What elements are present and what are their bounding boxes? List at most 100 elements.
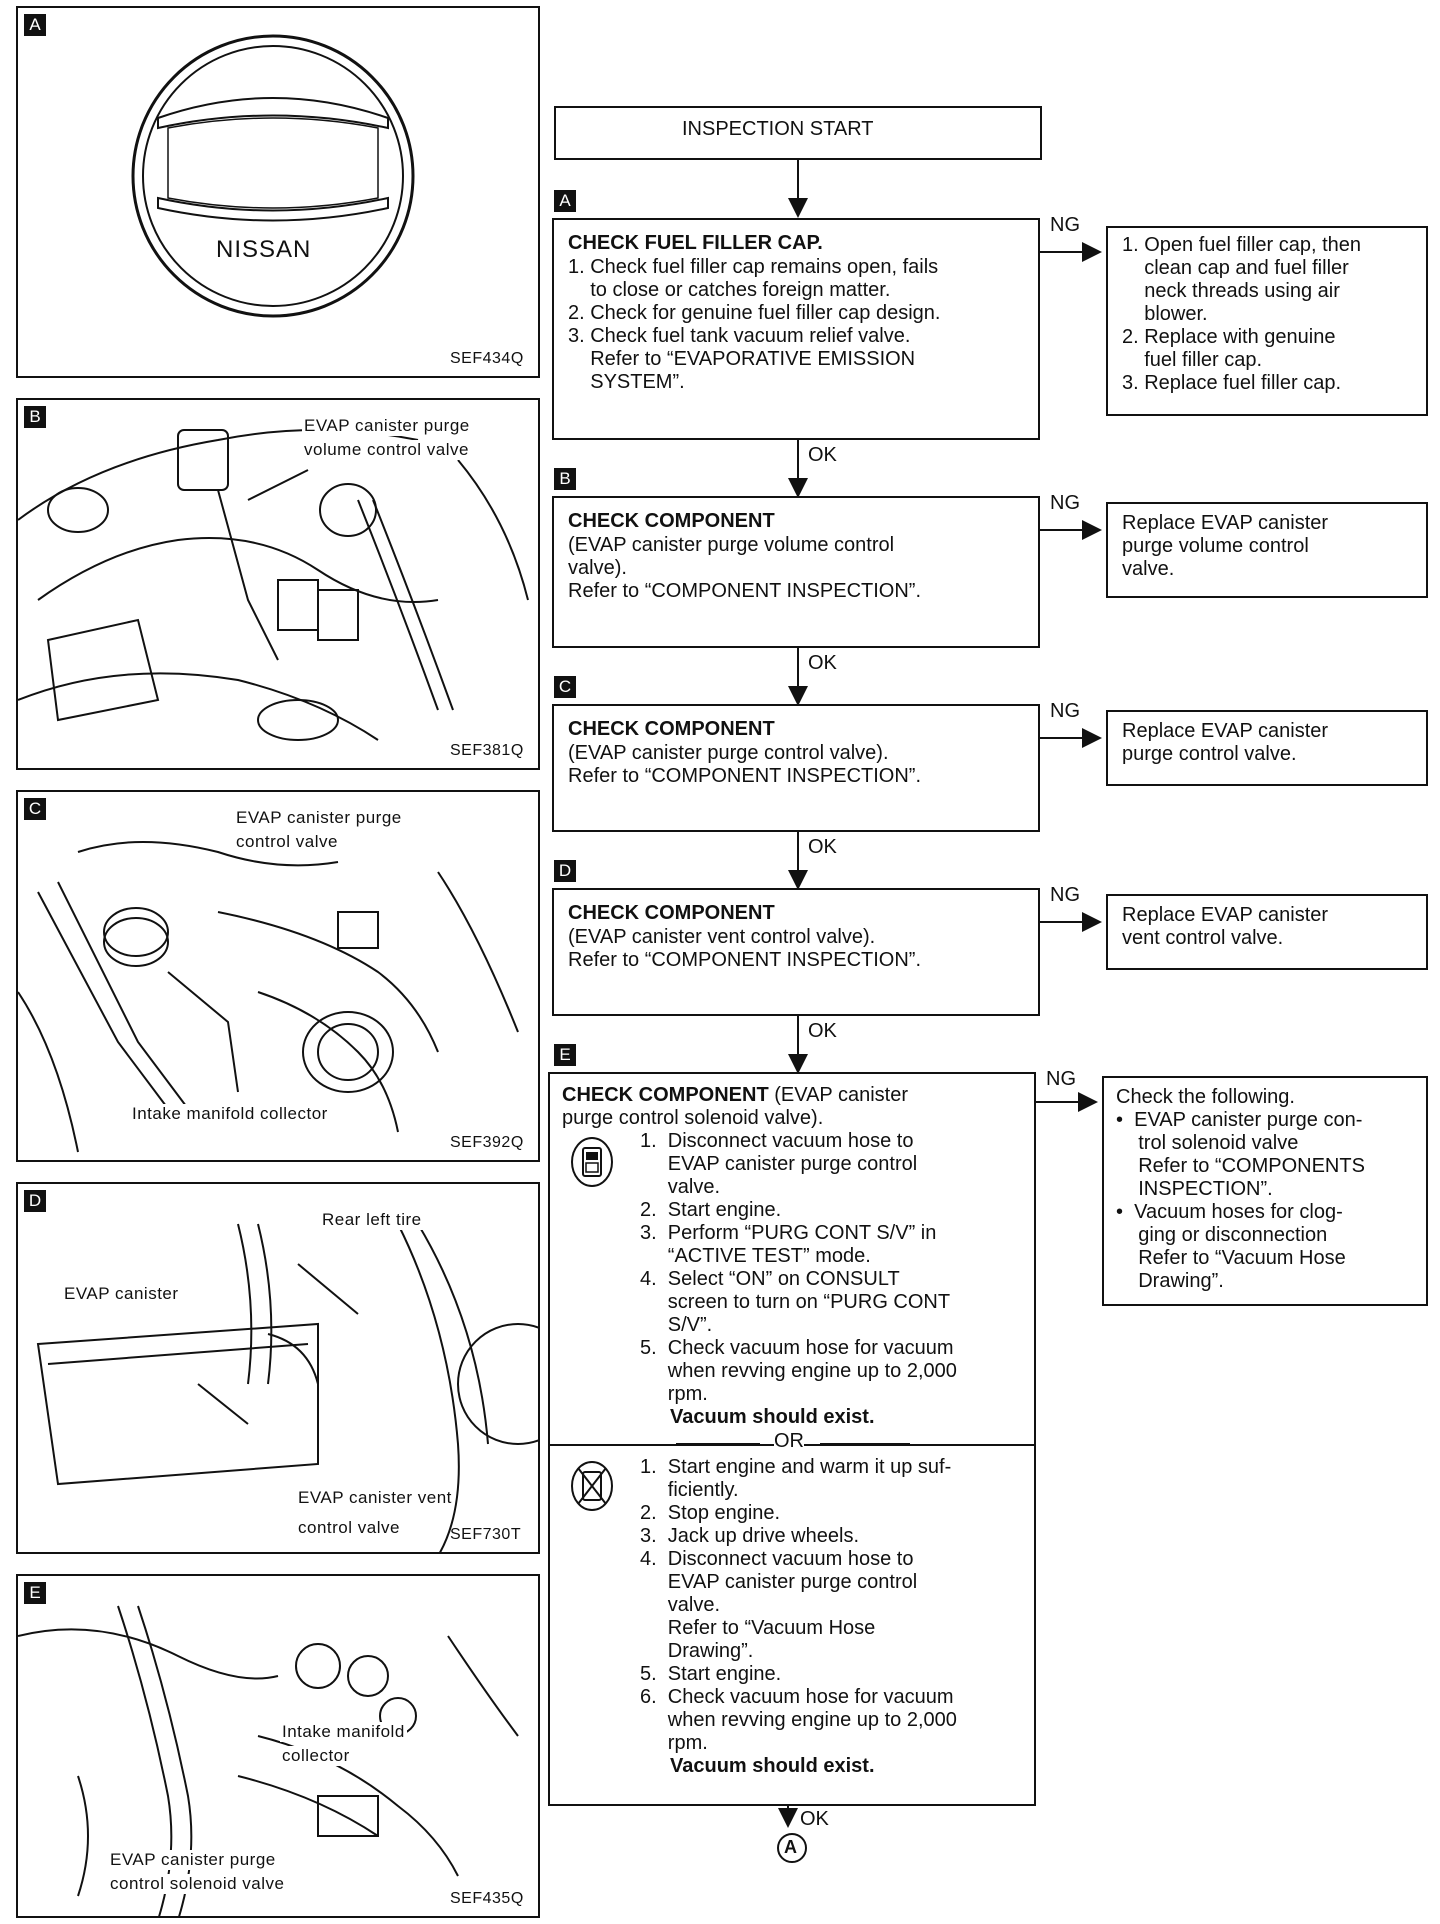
consult-step-line: 4. Select “ON” on CONSULT	[640, 1268, 900, 1290]
ng-label-a: NG	[1050, 214, 1080, 236]
continue-connector-a: A	[784, 1837, 797, 1857]
panel-badge: D	[24, 1190, 46, 1212]
no-consult-step-line: 5. Start engine.	[640, 1663, 782, 1685]
ng-label-e: NG	[1046, 1068, 1076, 1090]
step-a-line: 2. Check for genuine fuel filler cap des…	[568, 302, 941, 324]
callout-evap-purge-volume-valve-line1: EVAP canister purge	[302, 416, 472, 436]
consult-step-line: when revving engine up to 2,000	[640, 1360, 957, 1382]
no-consult-step-line: ficiently.	[640, 1479, 739, 1501]
step-badge-b: B	[554, 468, 576, 490]
step-e-ng-line: ging or disconnection	[1116, 1224, 1328, 1246]
step-b-ng-line: valve.	[1122, 558, 1175, 580]
step-c-title: CHECK COMPONENT	[568, 718, 775, 740]
step-e-title-line2: purge control solenoid valve).	[562, 1107, 824, 1129]
ng-label-c: NG	[1050, 700, 1080, 722]
ok-label-d: OK	[808, 1020, 837, 1042]
figure-code: SEF435Q	[450, 1890, 524, 1907]
callout-evap-purge-control-valve-line2: control valve	[234, 832, 340, 852]
consult-step-line: 3. Perform “PURG CONT S/V” in	[640, 1222, 937, 1244]
step-b-line: Refer to “COMPONENT INSPECTION”.	[568, 580, 922, 602]
step-d-ng-box	[1106, 894, 1428, 970]
consult-step-line: 5. Check vacuum hose for vacuum	[640, 1337, 954, 1359]
step-a-ng-line: clean cap and fuel filler	[1122, 257, 1349, 279]
step-a-line: SYSTEM”.	[568, 371, 685, 393]
callout-rear-left-tire: Rear left tire	[320, 1210, 424, 1230]
step-e-ng-line: Check the following.	[1116, 1086, 1295, 1108]
step-b-line: (EVAP canister purge volume control	[568, 534, 895, 556]
no-consult-result: Vacuum should exist.	[670, 1755, 875, 1777]
step-e-ng-line: Refer to “COMPONENTS	[1116, 1155, 1365, 1177]
ng-label-b: NG	[1050, 492, 1080, 514]
callout-intake-manifold-line2: collector	[280, 1746, 352, 1766]
engine-bay-illustration-e	[18, 1605, 519, 1916]
step-a-ng-line: 1. Open fuel filler cap, then	[1122, 234, 1362, 256]
step-d-line: (EVAP canister vent control valve).	[568, 926, 876, 948]
no-consult-icon	[571, 1461, 613, 1511]
panel-badge: E	[24, 1582, 46, 1604]
callout-evap-purge-control-valve-line1: EVAP canister purge	[234, 808, 404, 828]
step-b-line: valve).	[568, 557, 627, 579]
no-consult-step-line: 1. Start engine and warm it up suf-	[640, 1456, 952, 1478]
illustration-panel-d: D Rear left tire EVAP canister EVAP cani…	[16, 1182, 540, 1554]
engine-bay-illustration-b	[18, 429, 529, 741]
step-a-box	[552, 218, 1040, 440]
step-b-box	[552, 496, 1040, 648]
step-e-title: CHECK COMPONENT (EVAP canister	[562, 1084, 908, 1107]
consult-step-line: 2. Start engine.	[640, 1199, 782, 1221]
step-a-line: 3. Check fuel tank vacuum relief valve.	[568, 325, 911, 347]
consult-tester-icon	[571, 1137, 613, 1187]
step-d-box	[552, 888, 1040, 1016]
step-c-ng-line: purge control valve.	[1122, 743, 1297, 765]
panel-badge: A	[24, 14, 46, 36]
step-c-ng-box	[1106, 710, 1428, 786]
consult-step-line: EVAP canister purge control	[640, 1153, 918, 1175]
step-e-ng-line: • EVAP canister purge con-	[1116, 1109, 1363, 1131]
fuel-filler-cap-illustration	[131, 34, 415, 318]
step-a-ng-line: neck threads using air	[1122, 280, 1340, 302]
no-consult-step-line: 6. Check vacuum hose for vacuum	[640, 1686, 954, 1708]
callout-evap-purge-volume-valve-line2: volume control valve	[302, 440, 471, 460]
no-consult-step-line: when revving engine up to 2,000	[640, 1709, 957, 1731]
ok-label-b: OK	[808, 652, 837, 674]
step-a-ng-box	[1106, 226, 1428, 416]
step-badge-c: C	[554, 676, 576, 698]
canister-illustration-d	[36, 1223, 538, 1552]
consult-step-line: rpm.	[640, 1383, 708, 1405]
consult-result: Vacuum should exist.	[670, 1406, 875, 1428]
consult-step-line: “ACTIVE TEST” mode.	[640, 1245, 871, 1267]
step-d-line: Refer to “COMPONENT INSPECTION”.	[568, 949, 922, 971]
step-e-title-rest: (EVAP canister	[768, 1084, 908, 1106]
callout-evap-vent-valve-line1: EVAP canister vent	[296, 1488, 454, 1508]
no-consult-step-line: Drawing”.	[640, 1640, 754, 1662]
step-b-title: CHECK COMPONENT	[568, 510, 775, 532]
step-c-box	[552, 704, 1040, 832]
panel-badge: B	[24, 406, 46, 428]
step-badge-d: D	[554, 860, 576, 882]
step-a-title: CHECK FUEL FILLER CAP.	[568, 232, 823, 254]
callout-intake-manifold-collector: Intake manifold collector	[130, 1104, 330, 1124]
step-badge-e: E	[554, 1044, 576, 1066]
step-b-ng-line: Replace EVAP canister	[1122, 512, 1329, 534]
step-e-title-bold: CHECK COMPONENT	[562, 1084, 769, 1106]
step-a-ng-line: fuel filler cap.	[1122, 349, 1263, 371]
ng-label-d: NG	[1050, 884, 1080, 906]
inspection-start-box	[554, 106, 1042, 160]
consult-step-line: screen to turn on “PURG CONT	[640, 1291, 951, 1313]
step-e-ng-line: • Vacuum hoses for clog-	[1116, 1201, 1343, 1223]
illustration-panel-a: A NISSAN SEF434Q	[16, 6, 540, 378]
ok-label-c: OK	[808, 836, 837, 858]
step-b-ng-box	[1106, 502, 1428, 598]
or-separator-line-left	[676, 1443, 760, 1445]
figure-code: SEF381Q	[450, 742, 524, 759]
illustration-panel-e: E Intake manifold collector EVAP caniste…	[16, 1574, 540, 1918]
callout-evap-vent-valve-line2: control valve	[296, 1518, 402, 1538]
no-consult-step-line: 4. Disconnect vacuum hose to	[640, 1548, 914, 1570]
consult-step-line: 1. Disconnect vacuum hose to	[640, 1130, 914, 1152]
step-c-line: (EVAP canister purge control valve).	[568, 742, 889, 764]
step-e-ng-box	[1102, 1076, 1428, 1306]
figure-code: SEF392Q	[450, 1134, 524, 1151]
consult-step-line: S/V”.	[640, 1314, 713, 1336]
step-e-ng-line: Drawing”.	[1116, 1270, 1224, 1292]
no-consult-step-line: 2. Stop engine.	[640, 1502, 781, 1524]
figure-code: SEF730T	[450, 1526, 522, 1543]
